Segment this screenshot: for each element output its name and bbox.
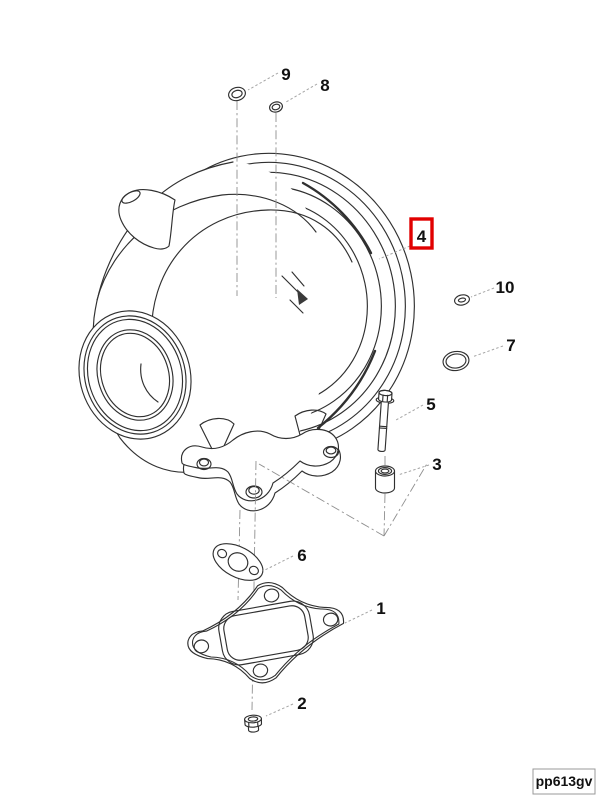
- part-o-ring-10: [454, 294, 470, 306]
- leader-line-10: [470, 287, 495, 298]
- callout-label-1[interactable]: 1: [376, 599, 385, 618]
- drawing-code-badge: pp613gv: [532, 768, 596, 795]
- mounting-flange: [180, 428, 340, 502]
- callout-label-7[interactable]: 7: [506, 336, 515, 355]
- outlet-hook-tip: [121, 190, 141, 204]
- callout-label-8[interactable]: 8: [320, 76, 329, 95]
- inlet-bore-arc: [140, 363, 159, 403]
- callout-label-2[interactable]: 2: [297, 694, 306, 713]
- highlight-box-rect[interactable]: [409, 217, 434, 250]
- leader-line-5: [395, 404, 424, 421]
- leader-line-3: [397, 464, 430, 476]
- centerline-bolt-axis: [258, 456, 429, 537]
- part-gasket-6: [212, 543, 264, 581]
- flange-bolt-holes: [196, 445, 340, 499]
- centerline-port: [237, 509, 241, 601]
- flange-web-left: [199, 417, 235, 450]
- drawing-code-box: [532, 768, 596, 795]
- callout-label-4[interactable]: 4: [417, 227, 427, 246]
- drawing-code-text: pp613gv: [536, 773, 593, 789]
- part-bolt-5: [375, 389, 395, 453]
- vband-clamp-arc-bottom: [316, 349, 377, 430]
- leader-line-4: [378, 245, 411, 260]
- highlight-box[interactable]: 4: [409, 217, 434, 250]
- leader-line-1: [344, 609, 373, 624]
- compressor-cover-face-arc: [150, 209, 353, 345]
- leader-line-7: [471, 345, 504, 358]
- leader-line-9: [247, 72, 279, 91]
- part-bushing-3: [374, 465, 396, 494]
- part-gasket-1: [187, 581, 345, 684]
- callout-label-3[interactable]: 3: [432, 455, 441, 474]
- callout-label-10[interactable]: 10: [496, 278, 515, 297]
- callout-label-9[interactable]: 9: [281, 65, 290, 84]
- vband-clamp-arc-top: [301, 181, 373, 255]
- leader-line-8: [285, 83, 318, 103]
- leader-line-2: [265, 703, 294, 717]
- part-o-ring-9: [228, 86, 246, 102]
- compressor-housing-shoulder-arc: [96, 193, 317, 301]
- callout-label-6[interactable]: 6: [297, 546, 306, 565]
- leader-line-6: [262, 555, 294, 572]
- part-seal-ring-7: [442, 350, 470, 372]
- callout-label-5[interactable]: 5: [426, 395, 435, 414]
- part-o-ring-8: [269, 101, 283, 113]
- compressor-inlet-flange: [78, 310, 192, 440]
- part-nut-2: [244, 714, 263, 733]
- housing-joint-detail: [281, 271, 308, 314]
